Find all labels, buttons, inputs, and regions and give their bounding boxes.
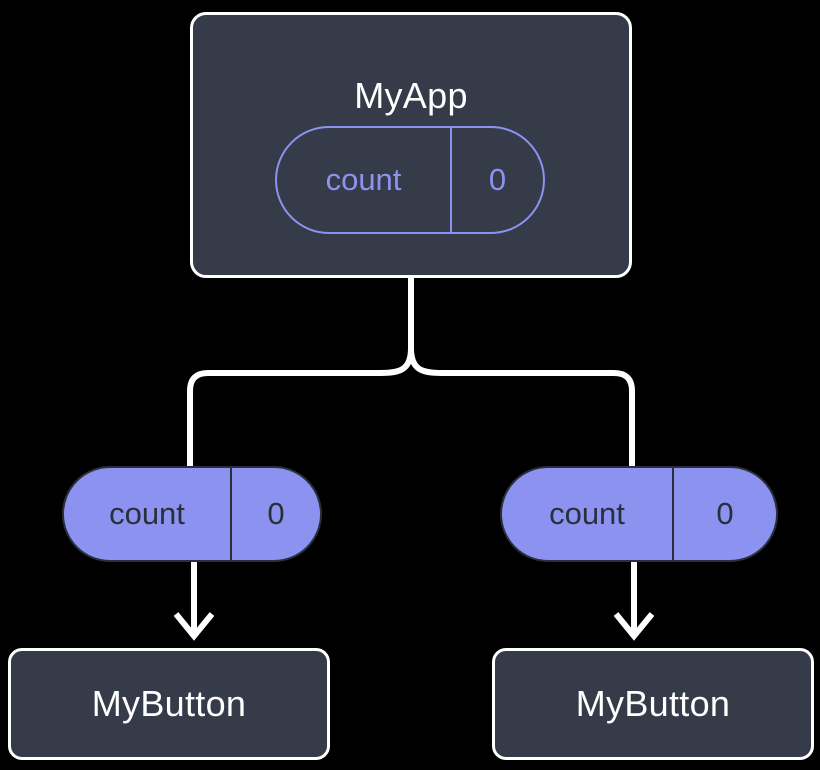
prop-pill-right-key: count <box>502 468 674 560</box>
prop-pill-left-key: count <box>64 468 232 560</box>
prop-pill-left-value: 0 <box>267 496 285 531</box>
arrowhead-right-icon <box>613 612 655 641</box>
root-state-pill[interactable]: count 0 <box>275 126 545 234</box>
root-state-key: count <box>277 128 452 232</box>
edge-root-to-children <box>187 275 414 469</box>
root-component-label: MyApp <box>354 75 468 116</box>
child-component-box-right[interactable]: MyButton <box>492 648 814 760</box>
child-component-right-label: MyButton <box>575 683 731 724</box>
child-component-box-left[interactable]: MyButton <box>8 648 330 760</box>
prop-pill-left[interactable]: count 0 <box>62 466 322 562</box>
arrowhead-left-icon <box>173 612 215 641</box>
edge-root-to-child-right <box>408 345 635 469</box>
prop-pill-right-value: 0 <box>716 496 734 531</box>
child-component-left-label: MyButton <box>91 683 247 724</box>
prop-pill-right[interactable]: count 0 <box>500 466 778 562</box>
root-state-value: 0 <box>488 162 507 197</box>
